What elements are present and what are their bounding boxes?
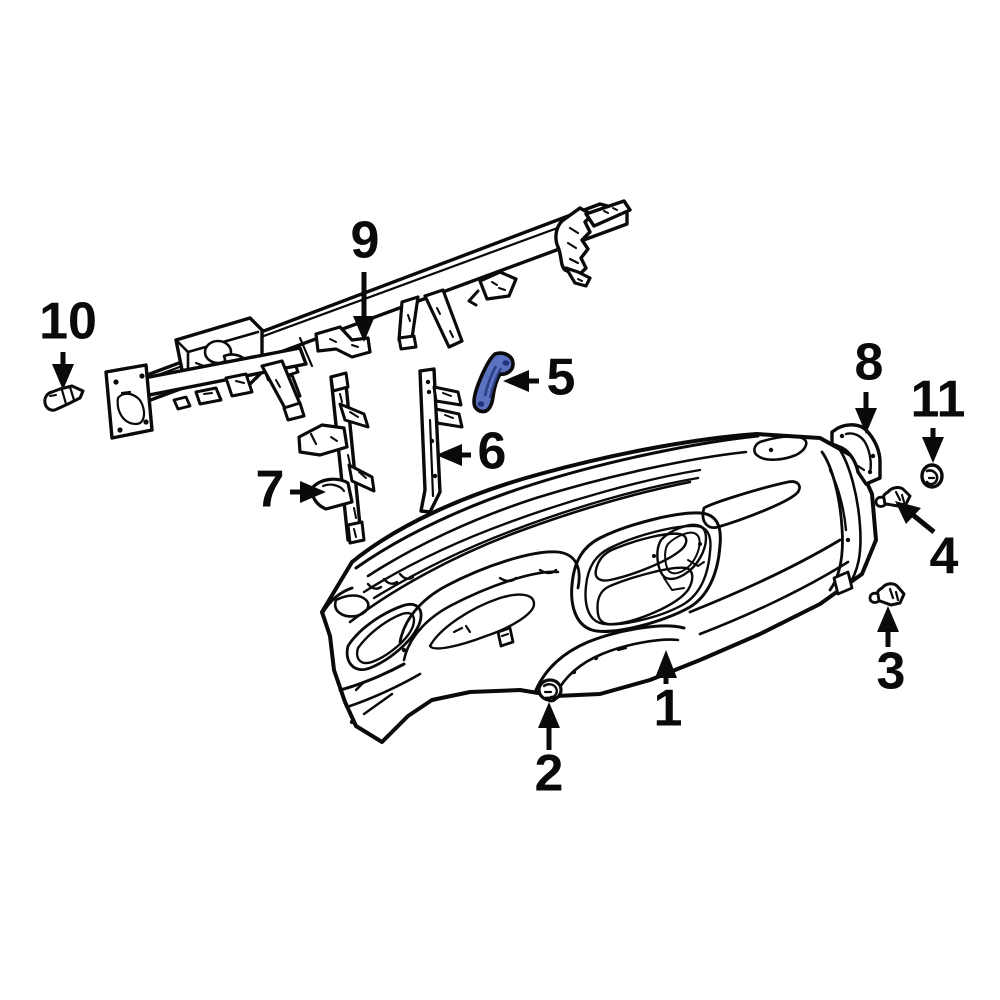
callout-label-9[interactable]: 9	[351, 212, 380, 270]
leader-8	[855, 392, 877, 434]
leader-11	[922, 428, 944, 463]
leader-1	[655, 650, 677, 684]
part-11-nut-grommet[interactable]	[920, 463, 944, 489]
leader-7	[290, 481, 326, 503]
callout-label-3[interactable]: 3	[877, 643, 906, 701]
callout-label-6[interactable]: 6	[478, 423, 507, 481]
callout-label-7[interactable]: 7	[256, 461, 285, 519]
callout-label-11[interactable]: 11	[911, 371, 966, 429]
callout-label-2[interactable]: 2	[535, 745, 564, 803]
leader-4	[895, 501, 936, 534]
part-1-instrument-panel[interactable]	[320, 432, 878, 744]
leader-5	[503, 370, 539, 392]
leader-2	[538, 702, 560, 750]
part-9-reinforcement-beam[interactable]	[104, 199, 632, 440]
leader-6	[436, 444, 471, 466]
leader-3	[877, 606, 899, 647]
callout-label-4[interactable]: 4	[930, 528, 959, 586]
callout-label-5[interactable]: 5	[547, 349, 576, 407]
leader-10	[52, 352, 74, 390]
part-5-highlighted-brace[interactable]	[472, 351, 515, 414]
part-10-bolt[interactable]	[43, 384, 85, 412]
callout-label-1[interactable]: 1	[654, 680, 683, 738]
leader-9	[353, 272, 375, 342]
part-2-grommet-clip[interactable]	[537, 678, 563, 703]
part-8-side-bracket[interactable]	[830, 423, 882, 486]
part-7-side-brace[interactable]	[297, 371, 376, 545]
callout-label-8[interactable]: 8	[855, 334, 884, 392]
callout-label-10[interactable]: 10	[39, 293, 97, 351]
part-4-screw-upper[interactable]	[874, 486, 912, 508]
part-6-center-brace[interactable]	[418, 367, 464, 514]
part-3-screw-lower[interactable]	[868, 582, 906, 607]
